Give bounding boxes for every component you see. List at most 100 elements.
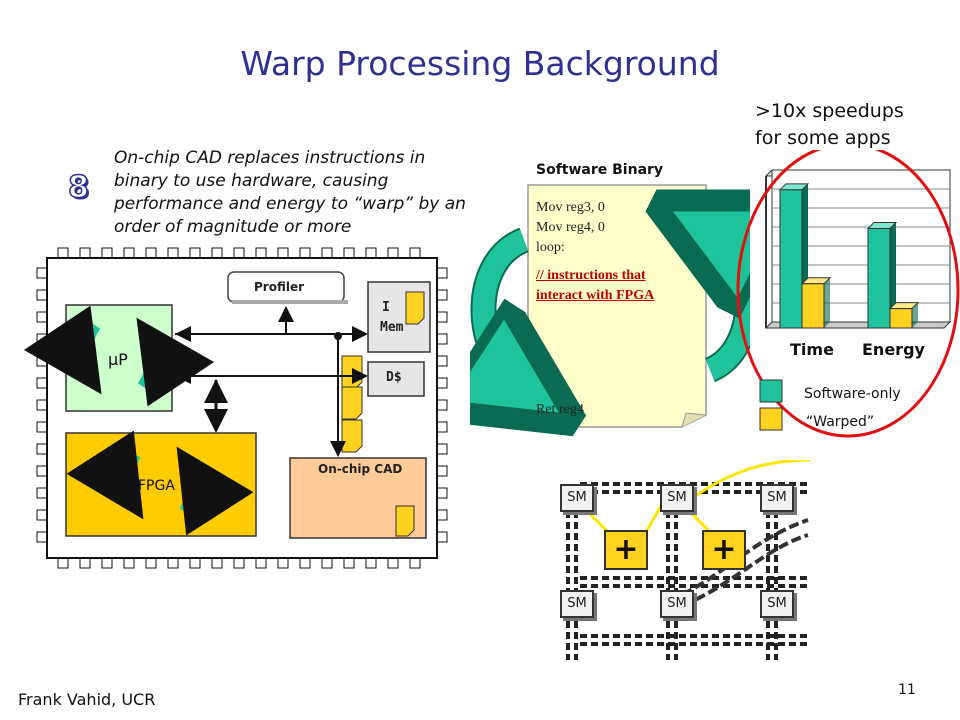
chip-pin bbox=[387, 557, 399, 569]
chip-pin bbox=[57, 247, 69, 259]
sm-block-1: SM bbox=[560, 484, 594, 512]
chip-pin bbox=[36, 289, 48, 301]
chip-pin bbox=[409, 557, 421, 569]
sm-block-6: SM bbox=[760, 590, 794, 618]
highlight-ellipse bbox=[736, 150, 960, 438]
chip-pin bbox=[321, 247, 333, 259]
chip-pin bbox=[36, 311, 48, 323]
chip-pin bbox=[436, 289, 448, 301]
chip-pin bbox=[167, 557, 179, 569]
chip-pin bbox=[255, 557, 267, 569]
dcache-label: D$ bbox=[386, 370, 402, 385]
footer-author: Frank Vahid, UCR bbox=[18, 690, 156, 709]
category-label-time: Time bbox=[790, 340, 834, 359]
sm-block-3: SM bbox=[760, 484, 794, 512]
imem-label-1: I bbox=[382, 300, 390, 315]
bar-side bbox=[824, 277, 830, 328]
chip-pin bbox=[145, 247, 157, 259]
code-line-5: interact with FPGA bbox=[536, 288, 655, 303]
chip-pin bbox=[255, 247, 267, 259]
chip-pin bbox=[233, 557, 245, 569]
chip-pin bbox=[436, 267, 448, 279]
chip-pin bbox=[145, 557, 157, 569]
chip-pin bbox=[436, 509, 448, 521]
chip-pin bbox=[299, 247, 311, 259]
code-line-6: Ret reg4 bbox=[536, 402, 584, 417]
chip-pin bbox=[387, 247, 399, 259]
chip-pin bbox=[409, 247, 421, 259]
chip-pin bbox=[123, 557, 135, 569]
speedup-line-1: >10x speedups bbox=[755, 100, 904, 122]
chip-pin bbox=[36, 377, 48, 389]
slide-title: Warp Processing Background bbox=[240, 44, 720, 83]
chip-pin bbox=[36, 399, 48, 411]
bar-side bbox=[912, 302, 918, 328]
chip-pin bbox=[36, 421, 48, 433]
chip-pin bbox=[211, 247, 223, 259]
sm-block-4: SM bbox=[560, 590, 594, 618]
chip-pin bbox=[436, 421, 448, 433]
cad-label: On-chip CAD bbox=[318, 462, 403, 476]
chip-pin bbox=[79, 557, 91, 569]
legend-label-software: Software-only bbox=[804, 386, 901, 402]
code-line-3: loop: bbox=[536, 240, 565, 255]
chip-pin bbox=[343, 247, 355, 259]
chart-legend bbox=[759, 379, 783, 431]
legend-swatch-warped bbox=[759, 407, 783, 431]
dcache-box bbox=[367, 361, 425, 397]
chip-pin bbox=[36, 333, 48, 345]
bar-energy-software bbox=[867, 228, 891, 329]
legend-label-warped: “Warped” bbox=[806, 414, 875, 430]
binary-graphic bbox=[470, 184, 750, 440]
page-number: 11 bbox=[898, 682, 916, 698]
sm-block-5: SM bbox=[660, 590, 694, 618]
imem-label-2: Mem bbox=[380, 320, 404, 335]
chip-pin bbox=[321, 557, 333, 569]
chip-pin bbox=[436, 311, 448, 323]
fpga-label: FPGA bbox=[138, 478, 175, 494]
sm-block-2: SM bbox=[660, 484, 694, 512]
code-line-1: Mov reg3, 0 bbox=[536, 200, 605, 215]
chip-pin bbox=[167, 247, 179, 259]
chip-pin bbox=[436, 465, 448, 477]
bar-energy-warped bbox=[889, 308, 913, 329]
binary-label: Software Binary bbox=[536, 162, 664, 178]
chip-pin bbox=[101, 247, 113, 259]
binary-docs-icon bbox=[341, 355, 363, 453]
bar-side bbox=[890, 222, 896, 328]
chip-pin bbox=[277, 247, 289, 259]
speedup-note: >10x speedups for some apps bbox=[755, 98, 904, 152]
processor-label: µP bbox=[108, 350, 128, 369]
adder-block-2: + bbox=[702, 530, 746, 570]
chip-pin bbox=[436, 443, 448, 455]
chip-pin bbox=[36, 267, 48, 279]
chip-pin bbox=[343, 557, 355, 569]
chart-bars bbox=[778, 183, 920, 329]
chip-pin bbox=[123, 247, 135, 259]
chip-pin bbox=[36, 465, 48, 477]
chip-pin bbox=[101, 557, 113, 569]
chip-pin bbox=[36, 355, 48, 367]
chip-pin bbox=[79, 247, 91, 259]
chip-pin bbox=[436, 399, 448, 411]
chip-pin bbox=[365, 557, 377, 569]
chip-pin bbox=[436, 531, 448, 543]
category-label-energy: Energy bbox=[862, 340, 925, 359]
step-number: 8 bbox=[67, 169, 89, 206]
bar-time-warped bbox=[801, 283, 825, 329]
chip-pin bbox=[436, 487, 448, 499]
adder-block-1: + bbox=[604, 530, 648, 570]
chip-pin bbox=[211, 557, 223, 569]
chip-pin bbox=[36, 443, 48, 455]
bar-time-software bbox=[779, 189, 803, 329]
profiler-label: Profiler bbox=[254, 280, 305, 294]
chip-pin bbox=[57, 557, 69, 569]
step-description: On-chip CAD replaces instructions in bin… bbox=[114, 148, 466, 237]
code-line-2: Mov reg4, 0 bbox=[536, 220, 605, 235]
chip-pin bbox=[436, 355, 448, 367]
cad-doc-icon bbox=[395, 505, 415, 537]
chip-pin bbox=[299, 557, 311, 569]
chip-pin bbox=[36, 487, 48, 499]
chip-pin bbox=[36, 531, 48, 543]
